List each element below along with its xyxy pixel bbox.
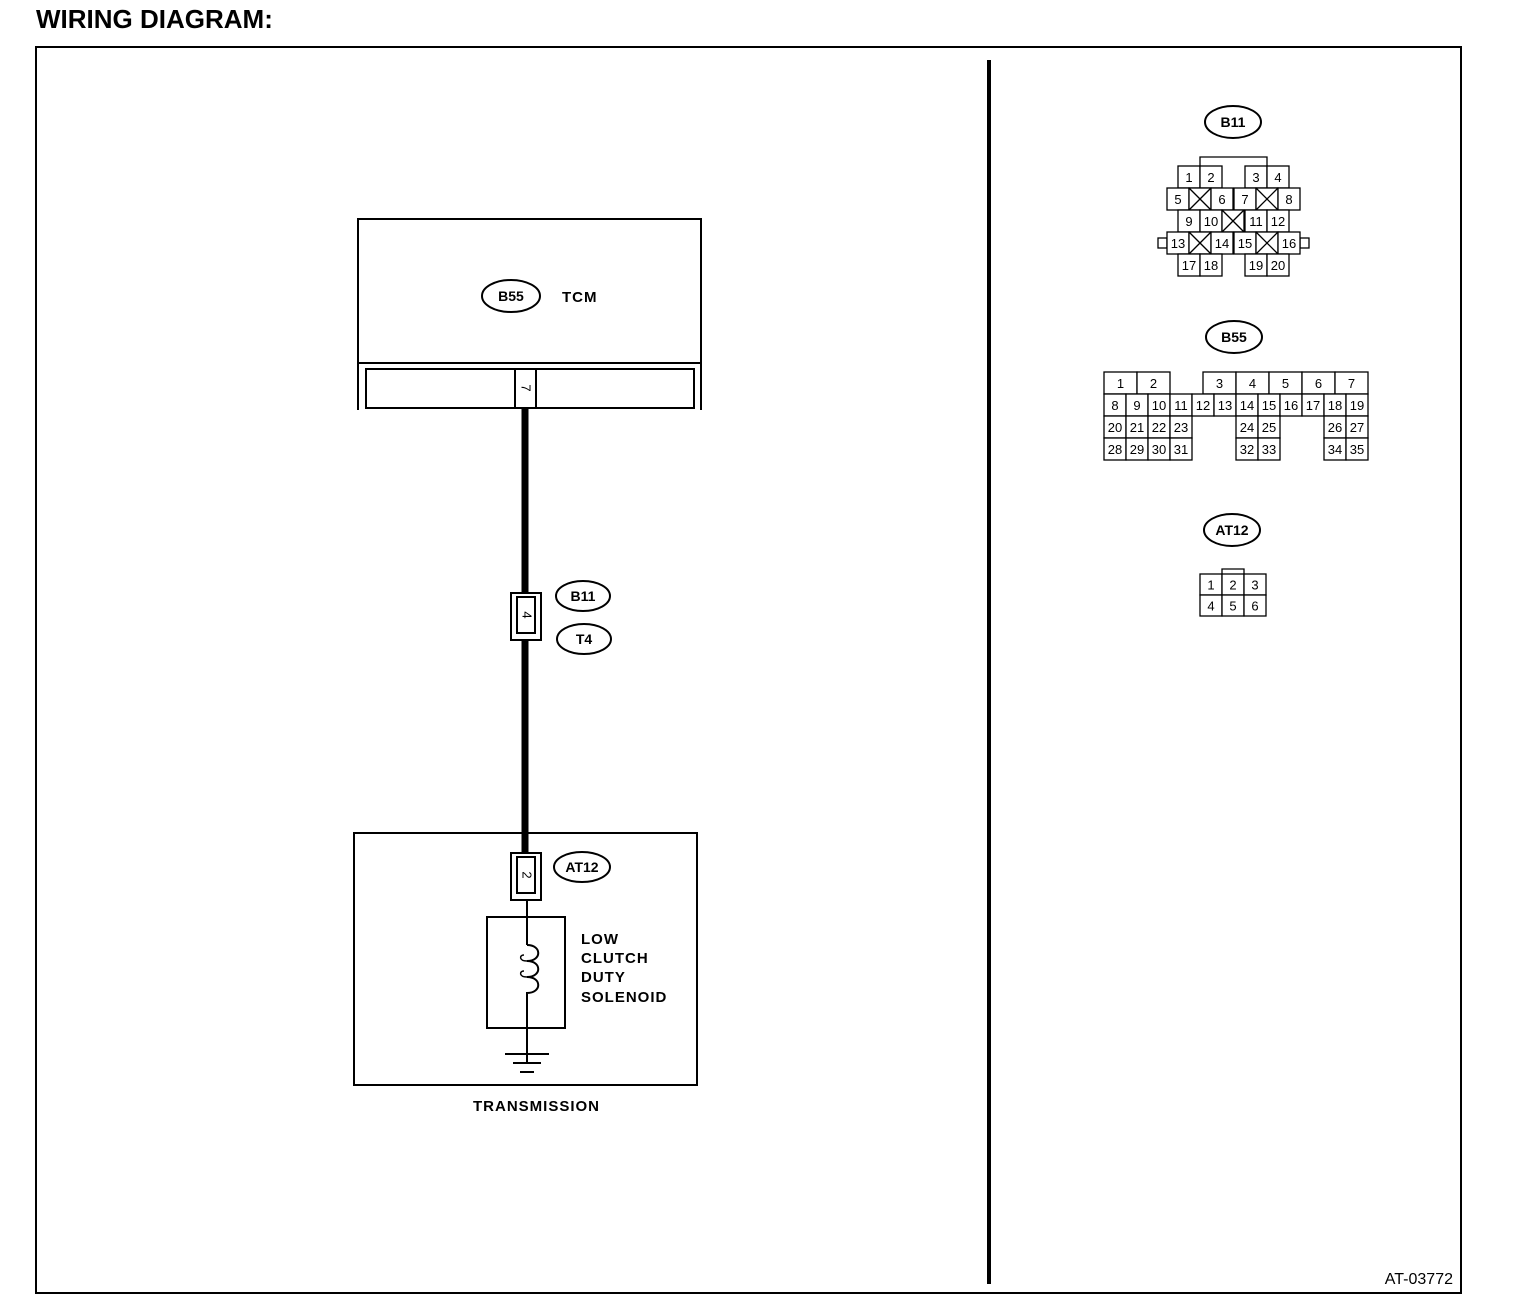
b55-pin-25: 25: [1262, 420, 1276, 435]
tcm-box: [357, 218, 702, 364]
b11-pin-17: 17: [1182, 258, 1196, 273]
joint-connector-tag-a: [555, 580, 611, 612]
b55-pin-5: 5: [1282, 376, 1289, 391]
b11-pin-1: 1: [1185, 170, 1192, 185]
b55-pin-24: 24: [1240, 420, 1254, 435]
transmission-connector-tag: [553, 851, 611, 883]
joint-pin-number: 4: [520, 611, 535, 618]
diagram-frame: [35, 46, 1462, 1294]
solenoid-label-line-4: SOLENOID: [581, 989, 667, 1006]
transmission-pin-number: 2: [520, 871, 535, 878]
b55-pin-30: 30: [1152, 442, 1166, 457]
solenoid-label-line-3: DUTY: [581, 969, 626, 986]
at12-pin-5: 5: [1229, 599, 1236, 614]
transmission-label: TRANSMISSION: [473, 1098, 600, 1115]
b11-pin-11: 11: [1249, 214, 1263, 229]
b55-pin-17: 17: [1306, 398, 1320, 413]
b11-pin-5: 5: [1174, 192, 1181, 207]
b11-pin-12: 12: [1271, 214, 1285, 229]
b55-pin-32: 32: [1240, 442, 1254, 457]
b11-pin-14: 14: [1215, 236, 1229, 251]
at12-face-label: AT12: [1215, 522, 1248, 538]
b11-pin-18: 18: [1204, 258, 1218, 273]
at12-pin-4: 4: [1207, 599, 1214, 614]
b55-pin-1: 1: [1117, 376, 1124, 391]
at12-pin-3: 3: [1251, 578, 1258, 593]
b55-pin-10: 10: [1152, 398, 1166, 413]
figure-code: AT-03772: [1385, 1271, 1453, 1288]
page-title: WIRING DIAGRAM:: [36, 4, 273, 34]
b11-face-label: B11: [1221, 114, 1246, 130]
b11-pin-3: 3: [1252, 170, 1259, 185]
b55-pin-35: 35: [1350, 442, 1364, 457]
transmission-unit: 2 AT12 LOW CLUTCH DUTY SOLENOID: [353, 832, 698, 1086]
b55-pin-22: 22: [1152, 420, 1166, 435]
b11-pin-15: 15: [1238, 236, 1252, 251]
b55-pin-33: 33: [1262, 442, 1276, 457]
b55-pin-11: 11: [1174, 398, 1188, 413]
solenoid-label-line-2: CLUTCH: [581, 950, 649, 967]
at12-pin-2: 2: [1229, 578, 1236, 593]
b11-pin-9: 9: [1185, 214, 1192, 229]
solenoid-label-line-1: LOW: [581, 931, 619, 948]
b55-pin-20: 20: [1108, 420, 1122, 435]
b55-pin-27: 27: [1350, 420, 1364, 435]
b55-pin-26: 26: [1328, 420, 1342, 435]
ground-icon: [505, 1053, 549, 1073]
joint-connector-label-a: B11: [571, 588, 596, 604]
tcm-label: TCM: [562, 289, 598, 306]
b55-pin-19: 19: [1350, 398, 1364, 413]
b11-pin-2: 2: [1207, 170, 1214, 185]
tcm-pin-number: 7: [519, 384, 534, 391]
b55-pin-34: 34: [1328, 442, 1342, 457]
b55-pin-31: 31: [1174, 442, 1188, 457]
b55-pin-29: 29: [1130, 442, 1144, 457]
b55-face-label: B55: [1221, 329, 1247, 345]
b55-pin-13: 13: [1218, 398, 1232, 413]
b55-pin-6: 6: [1315, 376, 1322, 391]
b55-pin-14: 14: [1240, 398, 1254, 413]
transmission-box: [353, 832, 698, 1086]
tcm-connector-label: B55: [498, 288, 524, 304]
b11-pin-13: 13: [1171, 236, 1185, 251]
b55-pin-8: 8: [1111, 398, 1118, 413]
b11-pin-4: 4: [1274, 170, 1281, 185]
at12-pin-6: 6: [1251, 599, 1258, 614]
b55-pin-7: 7: [1348, 376, 1355, 391]
b55-pin-21: 21: [1130, 420, 1144, 435]
b55-pin-9: 9: [1133, 398, 1140, 413]
b11-face-tag: [1204, 105, 1262, 139]
b55-pin-28: 28: [1108, 442, 1122, 457]
b55-face-tag: [1205, 320, 1263, 354]
joint-connector-tag-b: [556, 623, 612, 655]
b11-pin-20: 20: [1271, 258, 1285, 273]
b11-pin-16: 16: [1282, 236, 1296, 251]
b11-pin-8: 8: [1285, 192, 1292, 207]
b11-pin-19: 19: [1249, 258, 1263, 273]
b55-pin-2: 2: [1150, 376, 1157, 391]
at12-pin-1: 1: [1207, 578, 1214, 593]
b11-pin-10: 10: [1204, 214, 1218, 229]
b55-pin-4: 4: [1249, 376, 1256, 391]
tcm-connector-tag: [481, 279, 541, 313]
b11-pin-6: 6: [1218, 192, 1225, 207]
tcm-unit: 7 B55 TCM: [357, 218, 702, 410]
joint-connector: 4 B11 T4: [510, 580, 612, 655]
b55-pin-12: 12: [1196, 398, 1210, 413]
at12-face-tag: [1203, 513, 1261, 547]
b55-pin-16: 16: [1284, 398, 1298, 413]
transmission-connector-label: AT12: [565, 859, 598, 875]
joint-connector-label-b: T4: [576, 631, 593, 647]
b55-pin-18: 18: [1328, 398, 1342, 413]
b55-pin-15: 15: [1262, 398, 1276, 413]
b55-pin-23: 23: [1174, 420, 1188, 435]
solenoid-coil-icon: [526, 944, 540, 1062]
b11-pin-7: 7: [1241, 192, 1248, 207]
b55-pin-3: 3: [1216, 376, 1223, 391]
